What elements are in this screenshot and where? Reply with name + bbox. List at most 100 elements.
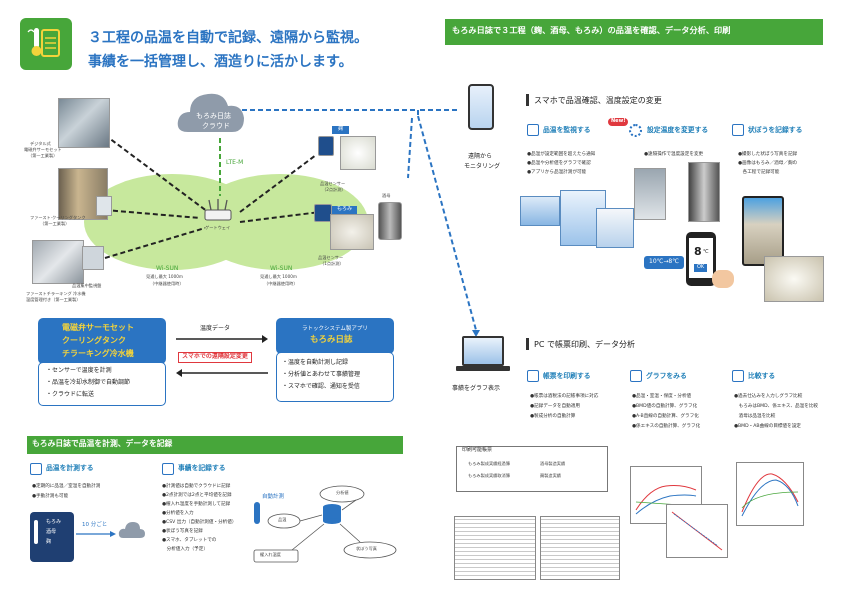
photo-3-line-2: 温度管理付き（第一工業製）	[26, 297, 81, 302]
photo-1-line-2: 電磁弁サーモセット	[24, 147, 62, 152]
interval-arrow-icon	[76, 531, 116, 537]
wisun-left-line-1: 見通し最大 1000m	[146, 274, 184, 279]
cloud-line-1: もろみ日誌	[196, 112, 231, 120]
equipment-features	[38, 362, 166, 406]
cloud-line-2: クラウド	[202, 122, 230, 130]
smartphone-col-1-bullet-2: ●品温や分析値をグラフで確認	[527, 161, 591, 166]
header-logo	[20, 18, 72, 70]
auto-measure-title: 自動計測	[262, 494, 285, 500]
record-bullet-2: ●2点計測では2点と平均値を記録	[162, 493, 232, 498]
bottom-header-title: もろみ日誌で品温を計測、データを記録	[32, 439, 173, 448]
device-label-2: 酒母	[46, 529, 57, 535]
record-bullet-1: ●計測値は自動でクラウドに記録	[162, 484, 231, 489]
equipment-line-2: クーリングタンク	[62, 336, 126, 345]
pc-col-2-title: グラフをみる	[646, 372, 687, 380]
gateway-icon	[204, 199, 232, 221]
measure-title: 品温を計測する	[46, 464, 94, 472]
smartphone-col-3-title: 状ぼうを記録する	[748, 126, 803, 134]
pc-col-3-bullet-4: ●BMD・AB曲線の目標値を設定	[734, 424, 801, 429]
compare-icon	[732, 370, 744, 382]
sensor-tag-moromi: もろみ	[332, 206, 358, 214]
record-bullet-4: ●分析値を入力	[162, 511, 194, 516]
phone-temp-display: 8	[694, 245, 702, 258]
pc-section-title: PC で帳票印刷、データ分析	[534, 340, 635, 349]
record-bullet-6: ●状ぼう写真を記録	[162, 529, 203, 534]
wisun-left-line-2: （中継器使用時）	[150, 281, 184, 286]
sensor-thermometer-icon	[34, 520, 38, 544]
header-line-2: 事績を一括管理し、酒造りに活かします。	[88, 54, 353, 70]
sensor-device-2	[314, 204, 332, 222]
sensor-2-line-1: 品温センサー	[318, 255, 344, 260]
wisun-right-line-1: 見通し最大 1000m	[260, 274, 298, 279]
record-title: 事績を記録する	[178, 464, 226, 472]
sensor-1-line-1: 品温センサー	[320, 181, 346, 186]
arrow-label: 温度データ	[200, 325, 231, 332]
new-badge: New!	[608, 118, 629, 126]
diag-label-hinon: 品温	[278, 517, 287, 522]
pc-col-1-bullet-1: ●帳票は酒税法の記帳事項に対応	[530, 394, 599, 399]
interval-label: 10 分ごと	[82, 522, 108, 528]
pc-col-1-bullet-3: ●製成分析の自動計算	[530, 414, 576, 419]
camera-icon	[732, 124, 744, 136]
photo-1-line-3: （第一工業製）	[28, 153, 58, 158]
controller-photo	[634, 168, 666, 220]
wisun-right-title: Wi-SUN	[270, 265, 293, 272]
photo-2-line-2: （第一工業製）	[40, 221, 70, 226]
control-panel-photo	[82, 246, 104, 270]
pc-col-3-title: 比較する	[748, 372, 776, 380]
phone-frame	[468, 84, 494, 130]
pc-col-2-bullet-1: ●品温・室温・保度・分析値	[632, 394, 692, 399]
chiller-photo	[32, 240, 84, 284]
record-diagram	[253, 485, 397, 563]
print-box	[456, 446, 608, 492]
shubo-tank-photo	[378, 202, 402, 240]
wisun-right-line-2: （中継器使用時）	[264, 281, 298, 286]
app-subtitle: ラトックシステム製アプリ	[302, 326, 368, 332]
smartphone-col-1-bullet-1: ●品温が設定範囲を超えたら通知	[527, 152, 596, 157]
remote-label: スマホでの遠隔設定変更	[178, 352, 252, 363]
header-line-1: ３工程の品温を自動で記録、遠隔から監視。	[88, 30, 368, 46]
print-item-3: もろみ製成実績取消簿	[468, 473, 510, 478]
device-label-1: もろみ	[46, 519, 62, 525]
gear-icon	[629, 124, 642, 137]
phone-ok-button: OK	[694, 264, 708, 272]
sensor-2-line-2: （1点計測）	[320, 261, 344, 266]
gateway-label: ゲートウェイ	[205, 225, 231, 230]
smartphone-col-3-bullet-2: ●画像はもろみ／酒母／麹の	[738, 161, 798, 166]
diag-label-photo: 状ぼう写真	[356, 546, 377, 551]
moromi-surface-photo	[764, 256, 824, 302]
pc-col-1-bullet-2: ●記録データを自動適用	[530, 404, 580, 409]
app-bullet-3: ・スマホで確認、通知を受信	[282, 383, 360, 390]
pc-col-3-bullet-1: ●過去仕込みを入力しグラフ比較	[734, 394, 803, 399]
record-icon	[162, 463, 174, 475]
record-bullet-8: 分析値入力（予定）	[162, 547, 208, 552]
koji-photo	[340, 136, 376, 170]
thermometer-log-icon	[27, 28, 60, 57]
measure-icon	[30, 463, 42, 475]
smartphone-col-2-bullet-1: ●遠隔操作で温度設定を変更	[644, 152, 704, 157]
printer-icon	[527, 370, 539, 382]
pc-section-marker	[526, 338, 529, 350]
phone-label-2: モニタリング	[464, 163, 501, 170]
sensor-tag-koji: 麹	[332, 126, 350, 134]
monitor-graph-icon	[527, 124, 539, 136]
cloud-icon	[177, 93, 244, 132]
print-item-4: 麹製造実績	[540, 473, 561, 478]
equipment-bullet-1: ・センサーで温度を計測	[46, 367, 112, 374]
laptop-base	[456, 366, 510, 371]
equipment-box	[38, 318, 166, 364]
shubo-label: 酒母	[382, 193, 391, 198]
print-item-2: 酒母製造実績	[540, 461, 566, 466]
pc-col-3-bullet-2: もろみはBMD、係エキス、品温を比較	[734, 404, 819, 409]
diag-label-analysis: 分析値	[336, 490, 349, 495]
photo-2-line-1: ファースト·クーリングタンク	[30, 215, 86, 220]
photo-3-line-1: ファーストチラーキング 冷水機	[26, 291, 86, 296]
cooling-tank-photo	[58, 168, 108, 220]
equipment-bullet-3: ・クラウドに転送	[46, 391, 95, 398]
smartphone-col-2-title: 設定温度を変更する	[647, 126, 709, 134]
print-box-title: 印刷可能帳票	[462, 447, 493, 453]
photo-app-screen	[742, 196, 784, 266]
bottom-header-bar	[27, 436, 403, 454]
record-bullet-5: ●CSV 出力（自動計測値・分析値）	[162, 520, 237, 525]
